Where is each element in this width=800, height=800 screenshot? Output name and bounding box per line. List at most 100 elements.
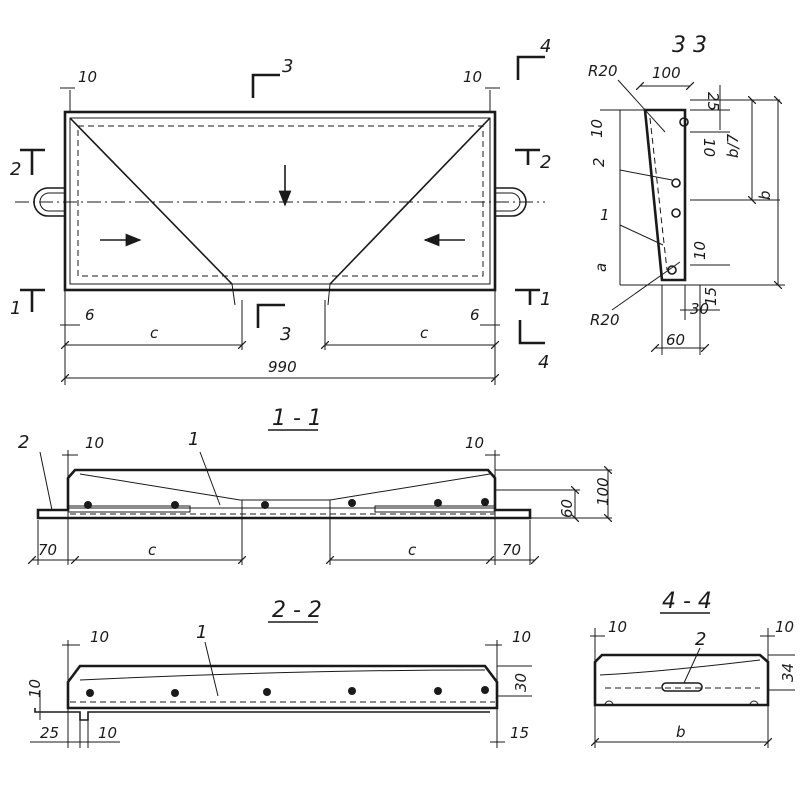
cut-mark-1-right [515,288,540,305]
dim-r20-top: R20 [588,62,618,80]
cut-label-3-top: 3 [282,56,293,77]
dim-plan-10-right: 10 [463,68,482,86]
rebar-2-2-b [171,689,179,697]
dim-1-1-60: 60 [558,499,576,518]
dim-plan-10-left: 10 [78,68,97,86]
cut-mark-3-top [251,73,280,98]
dim-plan-6-right: 6 [470,306,480,324]
rebar-1-1-c [261,501,269,509]
section-3-3-profile [643,108,687,282]
leader-1-1-1 [199,451,221,506]
dim-plan-c-right: c [420,324,429,342]
section-4-4-slot [661,682,703,692]
dim-3-3-10-bottom: 10 [691,241,709,260]
plan-outline [63,110,497,292]
leader-1-1-2 [39,451,53,511]
section-3-3-rebar [649,117,668,271]
cut-mark-2-left [20,148,45,175]
section-1-1-plate-right [374,505,496,513]
dim-4-4-10-right: 10 [775,618,794,636]
plan-diagonal-right [329,117,491,285]
dim-1-1-70-left: 70 [38,541,57,559]
section-2-2-title: 2 - 2 [272,598,322,623]
dim-3-3-15: 15 [702,287,720,306]
dim-1-1-70-right: 70 [502,541,521,559]
section-2-2-base [34,708,490,721]
dim-1-1-c-left: c [148,541,157,559]
dim-plan-990: 990 [268,358,297,376]
section-3-3-title: 3 3 [672,33,707,58]
section-1-1-slope [79,473,491,501]
dim-r20-bottom: R20 [590,311,620,329]
plan-rebar-outline [77,125,484,277]
dim-3-3-b: b [756,190,774,200]
dim-3-3-30: 30 [690,300,709,318]
label-3-3-2: 2 [590,157,608,167]
dim-1-1-10-right: 10 [465,434,484,452]
cut-label-3-bottom: 3 [280,324,291,345]
label-2-2-1: 1 [196,622,207,643]
section-1-1: 1 - 1 2 1 10 10 100 60 [18,406,612,565]
label-1-1-2: 2 [18,432,29,453]
rebar-1-1-e [434,499,442,507]
dim-3-3-25: 25 [704,92,722,111]
cut-label-1-left: 1 [10,298,21,319]
lifting-loop-left-inner [39,192,65,212]
dim-4-4-b: b [676,723,686,741]
rebar-1-1-b [171,501,179,509]
label-3-3-10: 10 [588,119,606,138]
leader-4-4-2 [683,647,701,684]
rebar-dot-3 [671,208,681,218]
plan-cut-line-right [327,283,331,306]
dim-2-2-10-side: 10 [26,679,44,698]
section-4-4-grooves [604,700,759,706]
dim-4-4-34: 34 [779,663,797,682]
cut-mark-1-left [20,288,45,312]
section-1-1-title: 1 - 1 [272,406,322,431]
rebar-2-2-e [434,687,442,695]
cut-label-2-left: 2 [10,159,21,180]
cut-label-2-right: 2 [540,152,551,173]
dim-2-2-10-right: 10 [512,628,531,646]
rebar-2-2-f [481,686,489,694]
section-4-4-slope [599,659,761,676]
label-3-3-1: 1 [600,206,610,224]
dim-plan-c-left: c [150,324,159,342]
section-2-2: 2 - 2 1 10 10 30 10 25 10 15 [26,598,532,748]
dim-2-2-10-left: 10 [90,628,109,646]
lifting-loop-right-inner [495,192,521,212]
section-1-1-profile [36,468,532,520]
plan-cut-line-left [231,283,236,306]
dim-2-2-15: 15 [510,724,529,742]
rebar-2-2-a [86,689,94,697]
cut-mark-4-top [516,55,545,80]
plan-view: 3 3 4 4 2 2 1 1 10 10 6 6 c c 99 [10,36,551,385]
section-2-2-curve [79,669,486,681]
label-1-1-1: 1 [188,429,199,450]
leader-r20-bottom [611,261,681,311]
dim-2-2-30: 30 [512,673,530,692]
cut-mark-2-right [515,148,540,165]
rebar-dot-2 [671,178,681,188]
leader-r20-top [617,79,666,133]
plan-inner-outline [69,117,491,285]
dim-2-2-25: 25 [40,724,59,742]
dim-3-3-100: 100 [652,64,681,82]
cut-label-4-bottom: 4 [538,352,549,373]
section-3-3: 3 3 R20 R20 100 25 10 b/7 b 10 2 10 1 [588,33,785,355]
lifting-loop-right [495,187,527,217]
rebar-1-1-a [84,501,92,509]
dim-2-2-10b: 10 [98,724,117,742]
leader-2-2-1 [204,641,219,697]
dim-1-1-100: 100 [594,477,612,506]
leader-1-3-3 [619,224,664,246]
dim-4-4-10-left: 10 [608,618,627,636]
dim-3-3-b7: b/7 [724,133,742,158]
label-3-3-a: a [592,263,610,272]
plan-diagonal-left [69,117,233,285]
section-4-4: 4 - 4 2 10 10 34 b [590,589,797,748]
lifting-loop-left [33,187,65,217]
label-4-4-2: 2 [695,629,706,650]
dim-1-1-c-right: c [408,541,417,559]
